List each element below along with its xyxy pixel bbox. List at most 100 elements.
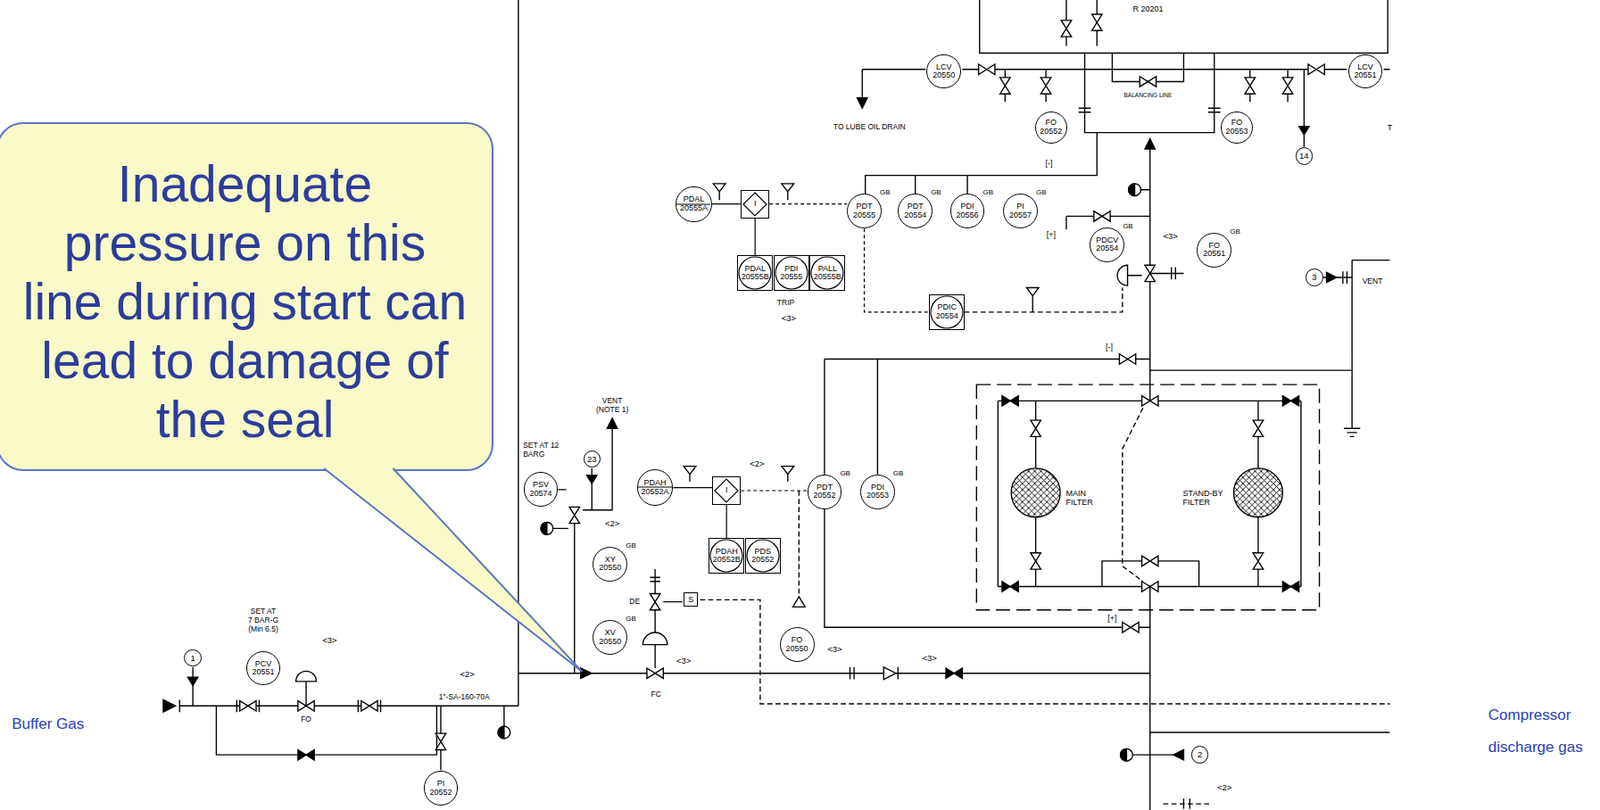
instrument-bubble: FO 20550 [779, 627, 815, 663]
valve-symbol [1002, 396, 1019, 407]
vent-note: VENT (NOTE 1) [591, 397, 633, 415]
bypass-valve [298, 749, 315, 760]
callout-pointer [323, 468, 582, 672]
solenoid-valve [649, 594, 660, 611]
globe-valve [945, 668, 962, 679]
control-valve [298, 701, 315, 712]
tag-suffix: GB [1122, 223, 1134, 231]
instrument-tag: PDI 20556 [952, 202, 983, 220]
signal-link [740, 489, 807, 491]
trip-note: TRIP [776, 298, 796, 308]
valve-symbol [1244, 77, 1255, 94]
instrument-tag: PDAH 20552B [711, 547, 742, 565]
tag-suffix: GB [1036, 189, 1047, 197]
stream-label: Buffer Gas [10, 715, 85, 734]
instrument-tag: PDI 20555 [776, 265, 807, 282]
tag-suffix: GB [1229, 228, 1241, 236]
instrument-tag: I [725, 486, 729, 495]
root-valve [435, 733, 446, 750]
tag-suffix: GB [982, 189, 994, 197]
revision-mark: <2> [748, 459, 765, 470]
callout-number: 23 [583, 450, 601, 468]
valve-symbol [1252, 420, 1263, 437]
instrument-tag: XV 20550 [595, 629, 626, 647]
valve-symbol [1282, 581, 1299, 592]
gate-valve [357, 699, 381, 713]
callout-text: Inadequate pressure on this line during … [17, 154, 473, 450]
instrument-bubble: FO 20552 [1035, 111, 1069, 145]
signal-link [726, 505, 728, 539]
valve-symbol [1002, 581, 1019, 592]
line-name: BALANCING LINE [1123, 92, 1174, 100]
instrument-bubble: FO 20551GB [1196, 232, 1232, 268]
instrument-tag: FO 20553 [1221, 118, 1252, 136]
vent-note: VENT [1361, 277, 1385, 287]
panel-circle [710, 539, 743, 573]
instrument-tag: PDT 20554 [900, 202, 931, 220]
panel-instrument: PDI 20555 [773, 255, 810, 291]
control-valve [1144, 265, 1155, 282]
three-way-valve [1142, 396, 1159, 407]
tag-suffix: GB [879, 189, 891, 197]
instrument-bubble: PSV 20574 [523, 472, 559, 507]
instrument-tag: PI 20557 [1004, 202, 1036, 220]
valve-symbol [1282, 77, 1293, 94]
signal-ground [792, 596, 805, 607]
equipment-name: STAND-BY FILTER [1182, 489, 1231, 508]
valve-symbol [1139, 76, 1156, 87]
pressure-side: [+] [1045, 230, 1057, 240]
instrument-tag: PCV 20551 [248, 660, 279, 678]
main-filter-element [1011, 468, 1061, 518]
valve-symbol [1094, 211, 1111, 222]
destination-note: TO LUBE OIL DRAIN [832, 123, 907, 133]
instrument-tag: PDS 20552 [747, 547, 779, 565]
revision-mark: <2> [459, 669, 476, 680]
valve-symbol [978, 64, 995, 75]
shutdown-valve [646, 668, 664, 679]
signal-link [864, 228, 930, 313]
instrument-tag: PDAL 20555A [679, 195, 710, 213]
instrument-bubble: PDI 20556GB [950, 193, 986, 229]
instrument-bubble: LCV 20551 [1348, 54, 1384, 90]
equalizing-valve [1142, 555, 1159, 566]
interlock-diamond: I [740, 190, 770, 219]
relief-valve [569, 506, 580, 523]
signal-link [769, 203, 847, 205]
instrument-bubble: PI 20557GB [1003, 193, 1038, 229]
instrument-tag: S [688, 596, 694, 605]
instrument-tag: 2 [1197, 750, 1203, 760]
panel-circle [738, 256, 771, 290]
pressure-side: [+] [1106, 613, 1118, 623]
signal-link [754, 218, 756, 257]
line-number: 1"-SA-160-70A [438, 693, 491, 703]
panel-circle [746, 539, 780, 573]
instrument-bubble: XY 20550GB [592, 547, 628, 582]
check-valve [883, 667, 896, 680]
tag-suffix: GB [930, 189, 942, 197]
instrument-bubble: XV 20550GB [592, 620, 628, 655]
instrument-tag: PDT 20552 [809, 483, 840, 501]
alarm-bubble: PDAL 20555A [675, 186, 712, 223]
panel-instrument: PDAL 20555B [737, 255, 773, 291]
valve-symbol [1252, 553, 1263, 570]
valve-symbol [1030, 420, 1041, 437]
revision-mark: <3> [1161, 232, 1178, 242]
setpoint-note: SET AT 12 BARG [522, 442, 562, 461]
filter-package-boundary [976, 384, 1319, 611]
instrument-tag: PDAL 20555B [739, 265, 771, 282]
sample-point [497, 726, 511, 739]
instrument-tag: XY 20550 [595, 555, 626, 573]
instrument-tag: PSV 20574 [525, 480, 556, 498]
instrument-tag: PI 20552 [425, 779, 456, 797]
callout-number: 2 [1191, 746, 1209, 763]
revision-mark: <3> [321, 636, 338, 647]
instrument-tag: PDT 20555 [849, 202, 880, 220]
instrument-tag: FO 20552 [1036, 118, 1067, 136]
alarm-bubble: PDAH 20552A [637, 469, 673, 506]
instrument-bubble: PCV 20551 [246, 651, 282, 687]
valve-symbol [1308, 64, 1325, 75]
revision-mark: <3> [921, 653, 938, 664]
instrument-bubble: FO 20553 [1220, 111, 1254, 145]
instrument-tag: 3 [1311, 273, 1317, 282]
solenoid-box: S [683, 592, 698, 607]
